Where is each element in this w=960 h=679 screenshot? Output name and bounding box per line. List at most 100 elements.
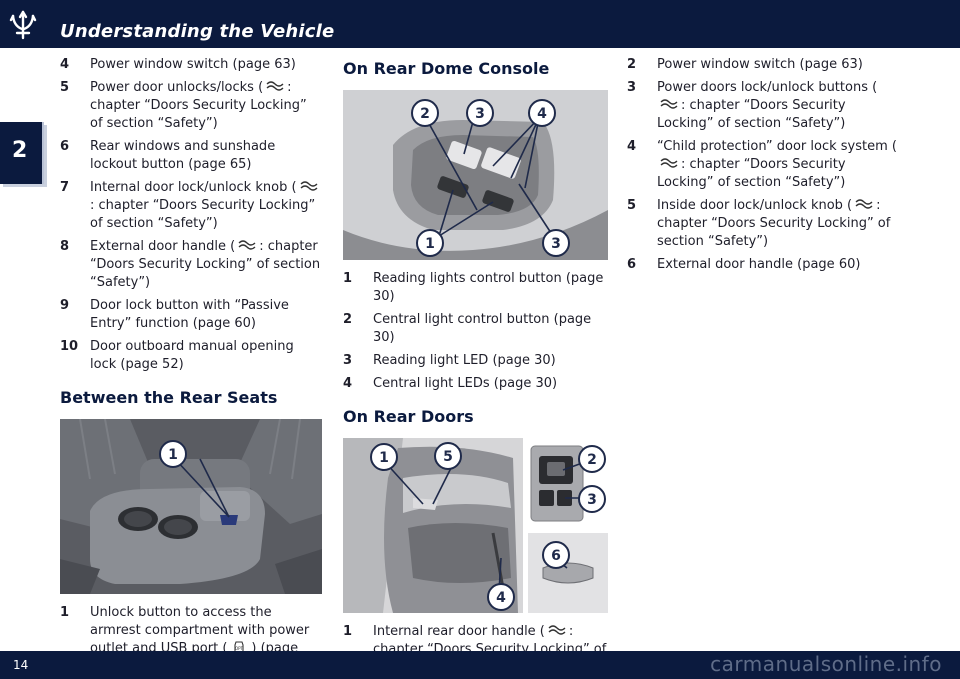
safety-reference-icon (548, 625, 566, 635)
safety-reference-icon (855, 199, 873, 209)
column-1: 4 Power window switch (page 63) 5 Power … (60, 56, 322, 679)
list-item: 5 Power door unlocks/locks (: chapter “D… (60, 79, 322, 133)
column-2: On Rear Dome Console (343, 56, 609, 679)
item-text: Power doors lock/unlock buttons ( (657, 80, 878, 95)
callout-badge: 1 (416, 229, 444, 257)
item-number: 2 (343, 312, 353, 327)
item-text: Reading light LED (page 30) (373, 353, 556, 368)
list-item: 5 Inside door lock/unlock knob (: chapte… (627, 197, 899, 251)
item-text: Rear windows and sunshade lockout button… (90, 139, 276, 172)
column-3: 2 Power window switch (page 63) 3 Power … (627, 56, 899, 279)
callout-5: 5 (443, 449, 453, 465)
item-number: 10 (60, 339, 79, 354)
item-text: Power window switch (page 63) (90, 57, 296, 72)
callout-3: 3 (587, 492, 597, 508)
item-number: 4 (343, 376, 353, 391)
item-text: : chapter “Doors Security Locking” of se… (90, 198, 316, 231)
list-item: 4 Power window switch (page 63) (60, 56, 322, 74)
item-text: : chapter “Doors Security Locking” of se… (657, 198, 891, 249)
svg-text:OPT: OPT (235, 646, 244, 651)
callout-6: 6 (551, 548, 561, 564)
rear-seats-illustration (60, 419, 322, 594)
item-number: 6 (60, 139, 70, 154)
item-number: 3 (343, 353, 353, 368)
list-item: 7 Internal door lock/unlock knob ( : chap… (60, 179, 322, 233)
item-text: Internal rear door handle ( (373, 624, 545, 639)
item-text: Internal door lock/unlock knob ( (90, 180, 297, 195)
dome-console-photo: 2 3 4 1 3 (343, 90, 608, 260)
callout-4: 4 (496, 590, 506, 606)
item-text: : chapter “Doors Security Locking” of se… (657, 157, 846, 190)
callout-badge: 2 (578, 445, 606, 473)
item-number: 4 (60, 57, 70, 72)
safety-reference-icon (300, 181, 317, 191)
item-text: External door handle (page 60) (657, 257, 861, 272)
list-item: 3 Reading light LED (page 30) (343, 352, 609, 370)
rear-doors-photo: 1 5 2 3 6 4 (343, 438, 608, 613)
list-item: 2 Central light control button (page 30) (343, 311, 609, 347)
trident-logo-icon (9, 10, 37, 40)
item-text: Door lock button with “Passive Entry” fu… (90, 298, 289, 331)
dome-console-heading: On Rear Dome Console (343, 59, 550, 78)
callout-badge: 5 (434, 442, 462, 470)
callout-2: 2 (420, 106, 430, 122)
item-text: Door outboard manual opening lock (page … (90, 339, 294, 372)
item-number: 3 (627, 80, 637, 95)
list-item: 3 Power doors lock/unlock buttons ( : cha… (627, 79, 899, 133)
list-item: 8 External door handle (: chapter “Doors… (60, 238, 322, 292)
item-text: : chapter “Doors Security Locking” of se… (657, 98, 846, 131)
item-number: 1 (343, 624, 353, 639)
item-number: 5 (60, 80, 70, 95)
callout-badge: 3 (542, 229, 570, 257)
list-item: 6 Rear windows and sunshade lockout butt… (60, 138, 322, 174)
item-text: Central light control button (page 30) (373, 312, 592, 345)
callout-1: 1 (379, 450, 389, 466)
item-number: 6 (627, 257, 637, 272)
callout-3: 3 (551, 236, 561, 252)
callout-badge: 4 (528, 99, 556, 127)
item-number: 8 (60, 239, 70, 254)
list-item: 10 Door outboard manual opening lock (pa… (60, 338, 322, 374)
item-text: : chapter “Doors Security Locking” of se… (90, 80, 307, 131)
item-text: : chapter “Doors Security Locking” of se… (90, 239, 321, 290)
rear-doors-heading: On Rear Doors (343, 407, 474, 426)
callout-3: 3 (475, 106, 485, 122)
safety-reference-icon (660, 99, 678, 109)
item-text: Reading lights control button (page 30) (373, 271, 604, 304)
callout-badge: 2 (411, 99, 439, 127)
list-item: 4 Central light LEDs (page 30) (343, 375, 609, 393)
safety-reference-icon (660, 158, 678, 168)
item-text: Inside door lock/unlock knob ( (657, 198, 853, 213)
callout-badge: 3 (578, 485, 606, 513)
chapter-tab: 2 (0, 122, 44, 184)
list-item: 1 Reading lights control button (page 30… (343, 270, 609, 306)
rear-seats-photo: 1 (60, 419, 322, 594)
section-title-header: Understanding the Vehicle (60, 21, 335, 42)
item-number: 4 (627, 139, 637, 154)
item-text: External door handle ( (90, 239, 236, 254)
callout-2: 2 (587, 452, 597, 468)
callout-1: 1 (425, 236, 435, 252)
item-text: “Child protection” door lock system ( (657, 139, 897, 154)
list-item: 2 Power window switch (page 63) (627, 56, 899, 74)
callout-badge: 3 (466, 99, 494, 127)
safety-reference-icon (266, 81, 284, 91)
callout-badge: 1 (159, 440, 187, 468)
safety-reference-icon (238, 240, 256, 250)
page-header: Understanding the Vehicle (0, 0, 960, 48)
item-text: Power window switch (page 63) (657, 57, 863, 72)
list-item: 9 Door lock button with “Passive Entry” … (60, 297, 322, 333)
page-number: 14 (13, 658, 29, 672)
callout-badge: 1 (370, 443, 398, 471)
item-number: 7 (60, 180, 70, 195)
item-number: 9 (60, 298, 70, 313)
item-number: 5 (627, 198, 637, 213)
watermark: carmanualsonline.info (710, 652, 942, 676)
item-number: 1 (60, 605, 70, 620)
callout-4: 4 (537, 106, 547, 122)
callout-badge: 4 (487, 583, 515, 611)
item-text: Power door unlocks/locks ( (90, 80, 264, 95)
rear-doors-illustration (343, 438, 608, 613)
item-number: 1 (343, 271, 353, 286)
page-footer: 14 carmanualsonline.info (0, 651, 960, 679)
